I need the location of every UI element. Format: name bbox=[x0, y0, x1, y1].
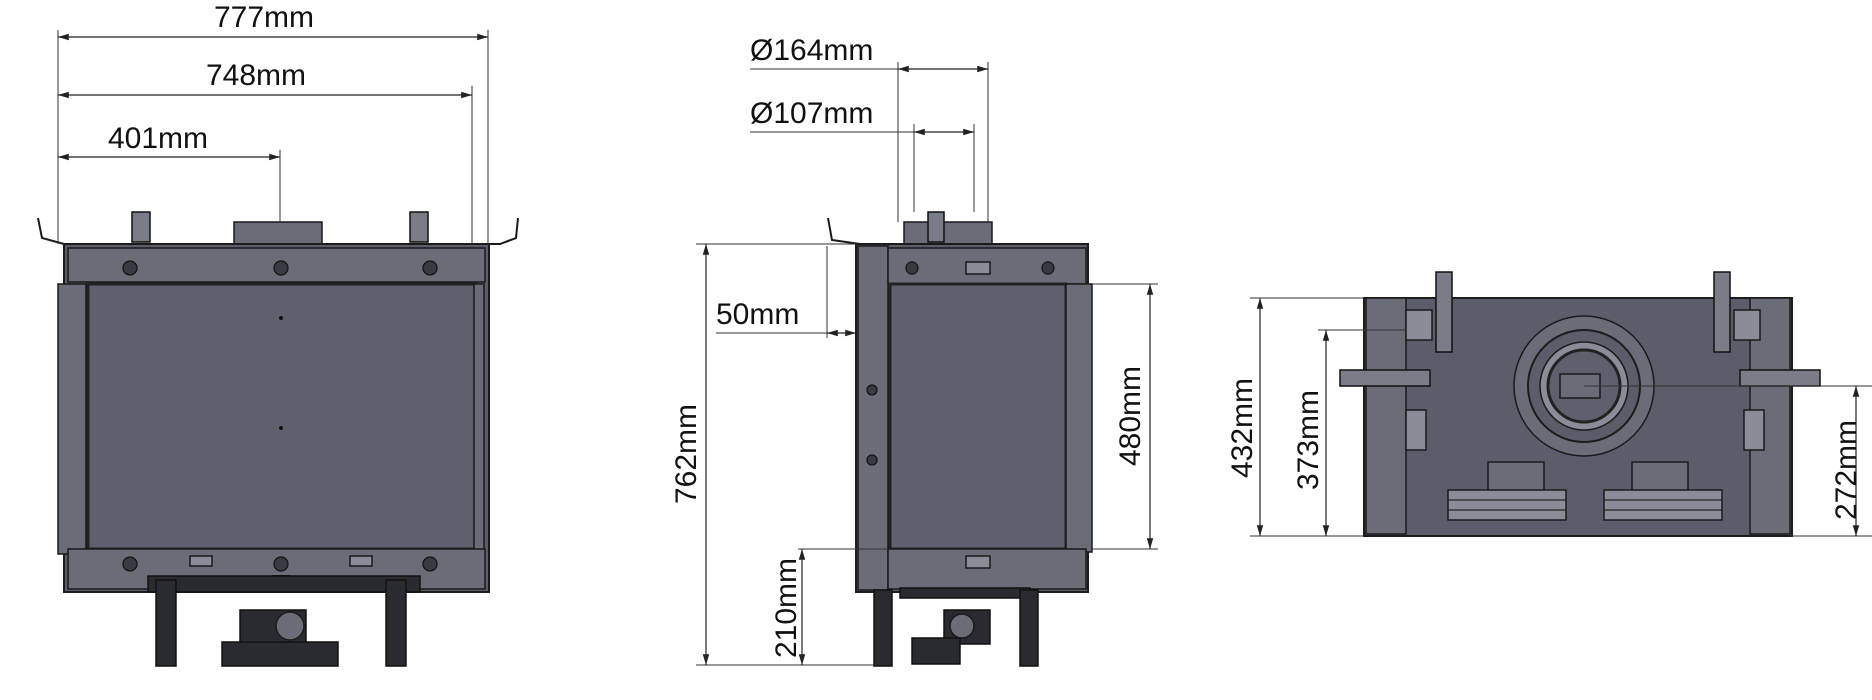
side-left-pillar bbox=[857, 245, 889, 591]
front-view: 777mm 748mm 401mm bbox=[37, 1, 519, 667]
top-arm-left bbox=[1339, 369, 1431, 387]
top-bracket-right bbox=[1713, 271, 1731, 353]
top-hardware bbox=[1743, 409, 1765, 451]
side-valve-base bbox=[911, 637, 961, 665]
side-lower-platform bbox=[899, 587, 1031, 599]
front-right-frame bbox=[473, 283, 485, 555]
dim-label-depth: 432mm bbox=[1226, 378, 1259, 478]
top-burner-cover-left bbox=[1487, 461, 1545, 495]
side-bolt bbox=[905, 261, 919, 275]
dim-label-flue-outer: Ø164mm bbox=[750, 34, 873, 67]
front-bolt bbox=[422, 556, 438, 572]
dim-label-offset: 50mm bbox=[716, 298, 799, 331]
dim-label-flue-center: 401mm bbox=[108, 122, 208, 155]
dim-label-overall-width: 777mm bbox=[214, 1, 314, 34]
side-right-panel bbox=[1065, 283, 1093, 553]
dim-label-body-width: 748mm bbox=[206, 59, 306, 92]
front-slot-1 bbox=[189, 555, 213, 567]
front-bracket-right bbox=[409, 211, 429, 243]
side-bolt bbox=[1041, 261, 1055, 275]
dim-label-total-height: 762mm bbox=[670, 404, 703, 504]
top-arm-right bbox=[1739, 369, 1821, 387]
front-bolt bbox=[273, 260, 289, 276]
top-hardware bbox=[1405, 309, 1433, 341]
front-bracket-left bbox=[131, 211, 151, 243]
dim-label-flue-inner: Ø107mm bbox=[750, 97, 873, 130]
side-view: Ø164mm Ø107mm 50mm 762mm 480mm 210mm bbox=[670, 34, 1158, 667]
front-marker bbox=[279, 426, 283, 430]
front-leg-left bbox=[155, 579, 177, 667]
side-bottom-slot bbox=[965, 555, 991, 569]
top-bracket-left bbox=[1435, 271, 1453, 353]
front-flue-collar bbox=[233, 221, 323, 245]
side-bolt bbox=[866, 384, 878, 396]
front-glass bbox=[86, 282, 478, 551]
side-leg-left bbox=[873, 589, 893, 667]
side-bottom-band bbox=[887, 548, 1087, 590]
front-marker bbox=[279, 316, 283, 320]
top-view: 432mm 373mm 272mm bbox=[1226, 271, 1872, 537]
top-left-column bbox=[1365, 297, 1407, 535]
dim-label-inner-depth: 373mm bbox=[1292, 390, 1325, 490]
side-top-slot bbox=[965, 261, 991, 275]
top-burner-right bbox=[1603, 489, 1723, 521]
top-burner-cover-right bbox=[1631, 461, 1689, 495]
top-hardware bbox=[1405, 409, 1427, 451]
side-leg-right bbox=[1019, 589, 1039, 667]
front-lower-platform bbox=[147, 575, 421, 593]
side-valve-knob bbox=[949, 613, 975, 639]
front-bolt bbox=[122, 260, 138, 276]
front-bolt bbox=[422, 260, 438, 276]
side-flue-collar bbox=[903, 221, 993, 245]
dim-label-flue-offset: 272mm bbox=[1830, 420, 1863, 520]
top-burner-left bbox=[1447, 489, 1567, 521]
front-valve-knob bbox=[275, 611, 305, 641]
side-glass bbox=[888, 282, 1068, 551]
side-bracket bbox=[927, 211, 945, 243]
front-left-frame bbox=[57, 283, 87, 555]
dim-label-base-height: 210mm bbox=[770, 558, 803, 658]
front-valve-base bbox=[221, 641, 339, 667]
front-leg-right bbox=[385, 579, 407, 667]
side-bolt bbox=[866, 454, 878, 466]
front-bolt bbox=[273, 556, 289, 572]
front-slot-2 bbox=[349, 555, 373, 567]
top-hardware bbox=[1733, 309, 1761, 341]
dim-label-glass-height: 480mm bbox=[1114, 366, 1147, 466]
front-bolt bbox=[122, 556, 138, 572]
